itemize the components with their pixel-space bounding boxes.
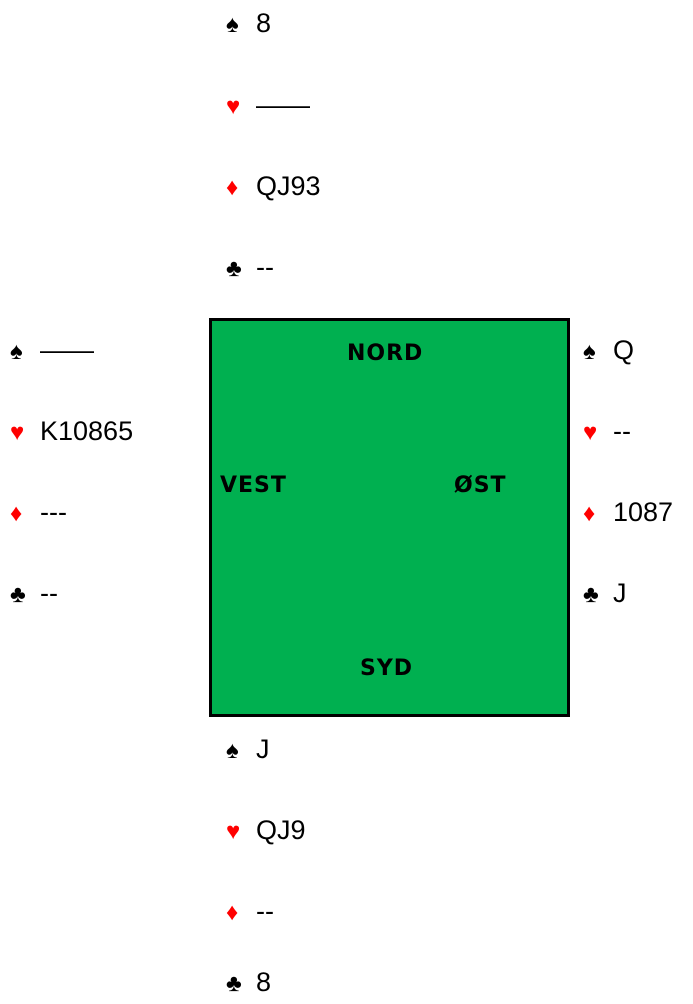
east-hand: ♠Q ♥-- ♦1087 ♣J bbox=[583, 330, 693, 620]
west-spades: ♠ —— bbox=[10, 330, 94, 370]
west-spades-cards: —— bbox=[40, 335, 94, 365]
north-spades-cards: 8 bbox=[256, 8, 272, 38]
west-hearts-cards: K10865 bbox=[40, 416, 134, 446]
diamond-icon: ♦ bbox=[10, 500, 23, 527]
west-clubs-cards: -- bbox=[40, 578, 58, 608]
east-diamonds-cards: 1087 bbox=[613, 497, 674, 527]
seat-west-label: VEST bbox=[220, 473, 287, 498]
south-spades: ♠J bbox=[226, 729, 270, 769]
north-clubs: ♣ -- bbox=[226, 247, 274, 287]
east-clubs-cards: J bbox=[613, 578, 627, 608]
heart-icon: ♥ bbox=[226, 93, 241, 120]
east-diamonds: ♦ 1087 bbox=[583, 492, 673, 532]
heart-icon: ♥ bbox=[226, 818, 241, 845]
south-hearts-cards: QJ9 bbox=[256, 815, 306, 845]
west-clubs: ♣ -- bbox=[10, 573, 58, 613]
seat-north-label: NORD bbox=[347, 341, 424, 366]
club-icon: ♣ bbox=[583, 581, 599, 608]
south-clubs: ♣8 bbox=[226, 962, 271, 1002]
south-diamonds-cards: -- bbox=[256, 896, 274, 926]
diamond-icon: ♦ bbox=[226, 174, 239, 201]
north-hearts-cards: —— bbox=[256, 90, 310, 120]
spade-icon: ♠ bbox=[583, 338, 596, 365]
north-spades: ♠8 bbox=[226, 3, 271, 43]
club-icon: ♣ bbox=[226, 255, 242, 282]
north-diamonds-cards: QJ93 bbox=[256, 171, 321, 201]
west-hearts: ♥ K10865 bbox=[10, 411, 133, 451]
west-hand: ♠ —— ♥ K10865 ♦ --- ♣ -- bbox=[10, 330, 190, 620]
heart-icon: ♥ bbox=[10, 419, 25, 446]
west-diamonds-cards: --- bbox=[40, 497, 67, 527]
diamond-icon: ♦ bbox=[583, 500, 596, 527]
bridge-table: NORD VEST ØST SYD bbox=[209, 318, 570, 717]
spade-icon: ♠ bbox=[10, 338, 23, 365]
club-icon: ♣ bbox=[226, 970, 242, 997]
east-spades: ♠Q bbox=[583, 330, 634, 370]
east-spades-cards: Q bbox=[613, 335, 635, 365]
diamond-icon: ♦ bbox=[226, 899, 239, 926]
seat-east-label: ØST bbox=[454, 473, 507, 498]
club-icon: ♣ bbox=[10, 581, 26, 608]
north-diamonds: ♦ QJ93 bbox=[226, 166, 321, 206]
south-hearts: ♥ QJ9 bbox=[226, 810, 306, 850]
west-diamonds: ♦ --- bbox=[10, 492, 67, 532]
south-diamonds: ♦ -- bbox=[226, 891, 274, 931]
east-clubs: ♣J bbox=[583, 573, 627, 613]
south-hand: ♠J ♥QJ9 ♦-- ♣8 bbox=[226, 729, 406, 1004]
north-clubs-cards: -- bbox=[256, 252, 274, 282]
south-spades-cards: J bbox=[256, 734, 270, 764]
north-hand: ♠8 ♥—— ♦QJ93 ♣-- bbox=[226, 3, 406, 293]
north-hearts: ♥ —— bbox=[226, 85, 310, 125]
east-hearts: ♥ -- bbox=[583, 411, 631, 451]
seat-south-label: SYD bbox=[360, 656, 414, 681]
south-clubs-cards: 8 bbox=[256, 967, 272, 997]
heart-icon: ♥ bbox=[583, 419, 598, 446]
spade-icon: ♠ bbox=[226, 737, 239, 764]
spade-icon: ♠ bbox=[226, 11, 239, 38]
east-hearts-cards: -- bbox=[613, 416, 631, 446]
